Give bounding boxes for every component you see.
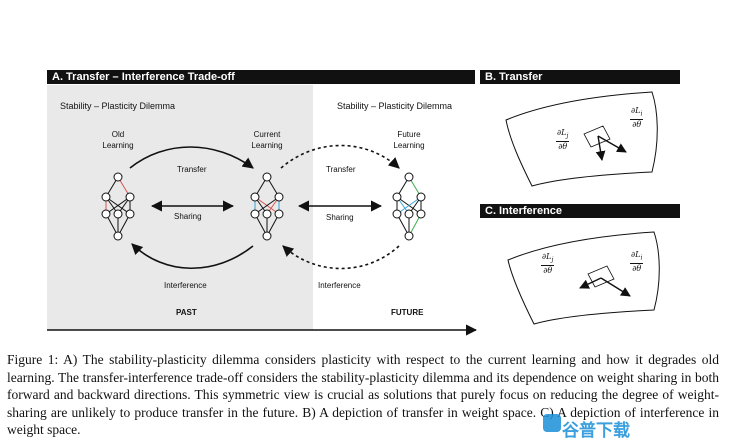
interference-past-arrow [131, 243, 254, 269]
watermark: 谷普下载 [562, 421, 630, 441]
panel-b-grad-j: ∂Lj∂θ [556, 128, 570, 151]
figure-caption: Figure 1: A) The stability-plasticity di… [7, 352, 719, 438]
panel-c-grad-i: ∂Li∂θ [630, 250, 644, 273]
panel-a-title: A. Transfer – Interference Trade-off [47, 70, 475, 84]
panel-c-title: C. Interference [480, 204, 680, 218]
panel-c-surface [507, 231, 660, 325]
timeline-past-label: PAST [176, 308, 197, 317]
watermark-logo-icon [543, 414, 561, 432]
transfer-past-label: Transfer [177, 165, 207, 174]
transfer-past-arrow [129, 146, 254, 169]
transfer-future-label: Transfer [326, 165, 356, 174]
right-heading: Stability – Plasticity Dilemma [337, 101, 453, 111]
future-learning-label: Future Learning [393, 130, 425, 150]
left-heading: Stability – Plasticity Dilemma [60, 101, 176, 111]
current-learning-label: Current Learning [251, 130, 283, 150]
network-current [250, 172, 284, 241]
interference-past-label: Interference [164, 281, 207, 290]
panel-b-title: B. Transfer [480, 70, 680, 84]
interference-future-arrow [282, 245, 400, 270]
panel-c-grad-j: ∂Lj∂θ [541, 252, 555, 275]
panel-b-surface [505, 91, 658, 187]
sharing-future-label: Sharing [326, 213, 354, 222]
old-learning-label: Old Learning [102, 130, 134, 150]
transfer-future-arrow [280, 144, 400, 169]
interference-future-label: Interference [318, 281, 361, 290]
network-old [101, 172, 135, 241]
sharing-past-label: Sharing [174, 212, 202, 221]
timeline-future-label: FUTURE [391, 308, 424, 317]
network-future [392, 172, 426, 241]
panel-b-grad-i: ∂Li∂θ [630, 106, 644, 129]
